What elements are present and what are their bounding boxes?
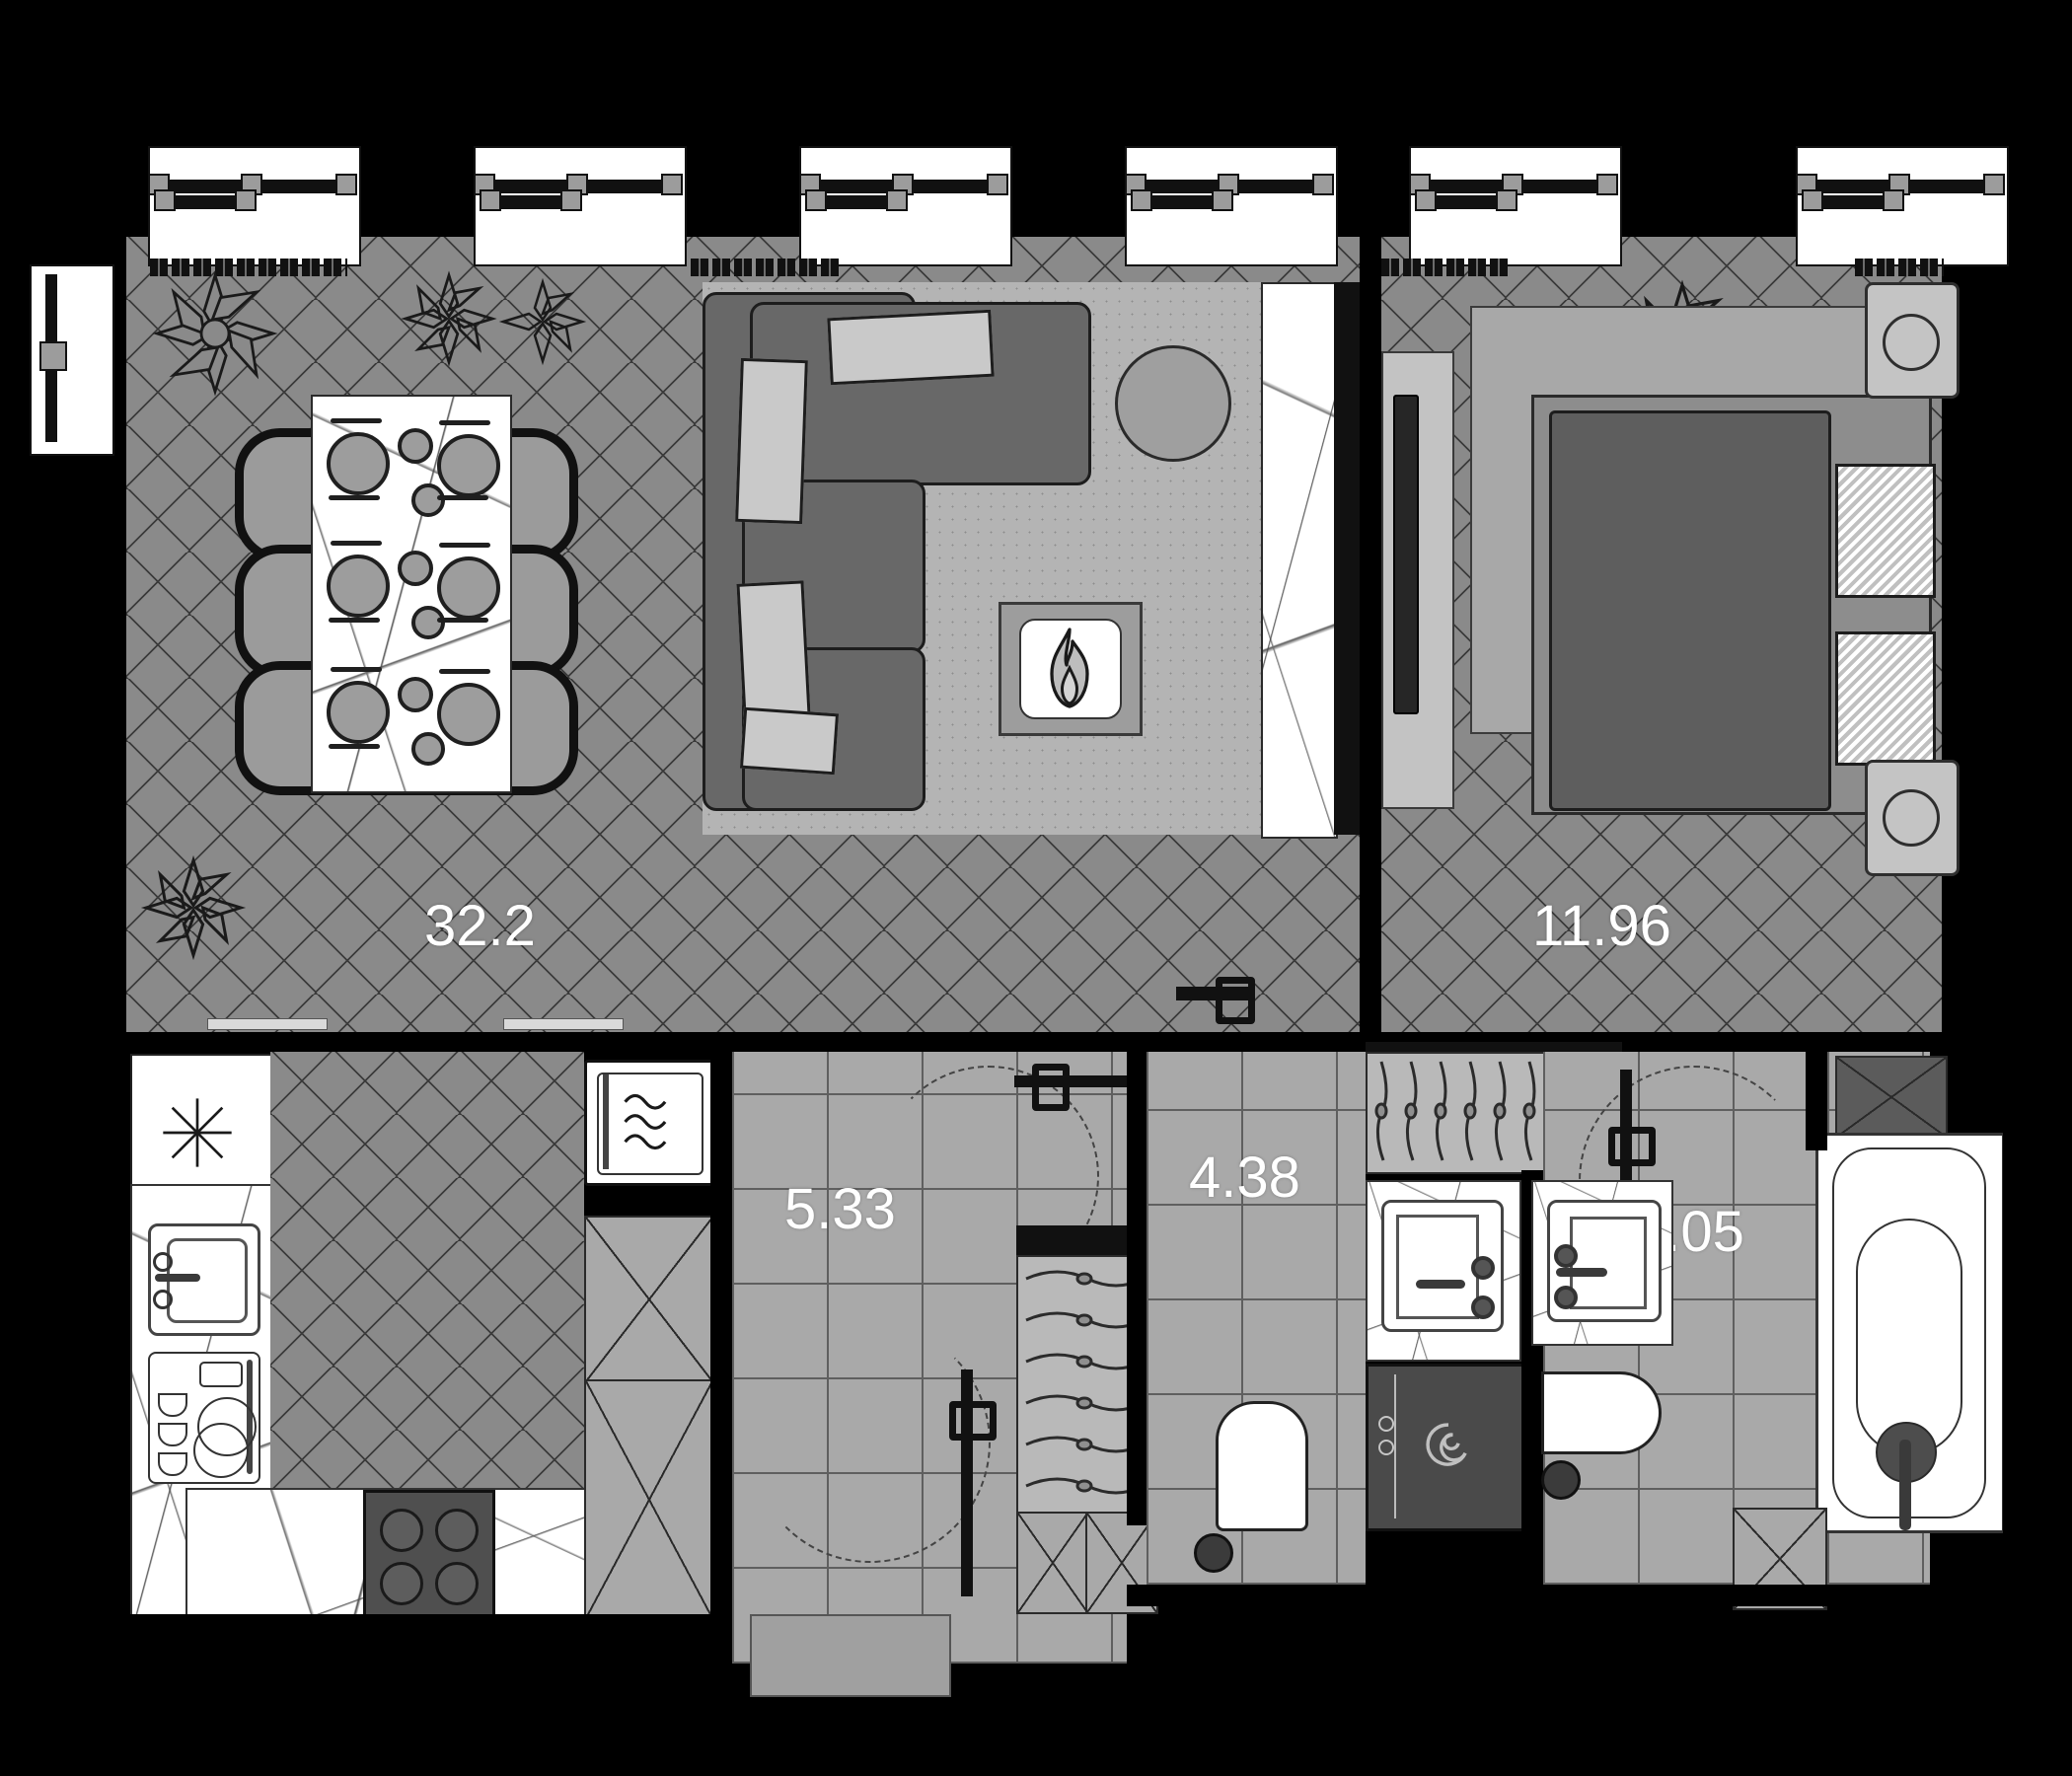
door-panel-hall-bottom	[961, 1369, 973, 1596]
sofa-pillow-4	[739, 706, 840, 776]
sofa-pillow-1	[827, 309, 995, 386]
kitchen-tall-cabinet-2	[584, 1379, 714, 1620]
dining-table	[311, 395, 512, 793]
fireplace-opening	[1019, 619, 1122, 719]
bathtub	[1815, 1133, 2005, 1533]
sofa-pillow-3	[736, 580, 811, 718]
washing-machine	[1366, 1364, 1527, 1531]
fireplace	[999, 602, 1143, 736]
bed-blanket	[1549, 410, 1831, 811]
bathtub-wall-cabinet	[1835, 1056, 1948, 1139]
window-3	[799, 146, 1012, 266]
curtain-3	[1381, 259, 1510, 276]
toilet-flush-bath2	[1541, 1460, 1581, 1500]
door-handle-hall-bottom	[949, 1401, 997, 1441]
vanity-sink-1	[1381, 1200, 1504, 1332]
curtain-2	[691, 259, 839, 276]
area-label-hallway: 5.33	[784, 1177, 896, 1241]
spiral-icon	[1406, 1408, 1491, 1492]
door-swing-hall-bottom	[750, 1322, 991, 1563]
plant-4	[134, 849, 253, 967]
kitchen-floor	[270, 1052, 584, 1498]
door-panel-hall-top	[1014, 1075, 1127, 1087]
curtain-4	[1855, 259, 1944, 276]
flame-icon	[1039, 627, 1100, 714]
wall-bath1-left	[1127, 1052, 1147, 1525]
window-2	[474, 146, 687, 266]
window-4	[1125, 146, 1338, 266]
area-label-living-dining: 32.2	[424, 894, 536, 958]
plant-1	[146, 264, 284, 403]
bed-pillow-1	[1835, 464, 1936, 598]
wall-bath2-right	[2003, 1052, 2025, 1606]
door-handle-hall-top	[1032, 1064, 1070, 1111]
entry-mat	[750, 1614, 951, 1697]
sofa-pillow-2	[735, 357, 808, 525]
lamp-shade-top	[1883, 314, 1940, 371]
star-vent-icon	[158, 1093, 237, 1172]
plant-3	[493, 272, 592, 371]
wall-kitchen-right	[710, 1052, 732, 1644]
door-swing-hall-top	[878, 1066, 1099, 1287]
wall-partition-tv	[1334, 282, 1360, 835]
wall-tv	[1393, 395, 1419, 714]
nightstand-lamp-top	[1865, 282, 1960, 399]
window-1	[148, 146, 361, 266]
door-handle-bath2	[1608, 1127, 1656, 1166]
wall-living-bedroom	[1360, 237, 1381, 1036]
toilet-bath1	[1216, 1401, 1308, 1531]
wall-kitchen-bottom	[130, 1614, 732, 1636]
vanity-sink-2	[1547, 1200, 1662, 1322]
lamp-shade-bottom	[1883, 789, 1940, 847]
baseboard-1	[207, 1018, 328, 1030]
round-coffee-table	[1115, 345, 1231, 462]
toilet-flush-bath1	[1194, 1533, 1233, 1573]
wave-icon	[617, 1084, 694, 1164]
kitchen-tall-cabinet-1	[584, 1216, 714, 1383]
wall-bottom-living	[126, 1032, 1942, 1052]
microwave-oven	[584, 1060, 716, 1186]
wall-bath1-bottom	[1127, 1585, 1373, 1606]
window-5	[1409, 146, 1622, 266]
kitchen-sink	[148, 1223, 260, 1336]
gas-hob	[363, 1490, 495, 1622]
plant-2	[395, 264, 503, 373]
wall-bath2-bottom	[1543, 1585, 2027, 1606]
wall-bath2-top	[1806, 1052, 1827, 1150]
door-handle-living	[1216, 977, 1255, 1024]
window-6	[1796, 146, 2009, 266]
bed-pillow-2	[1835, 631, 1936, 766]
curtain-1	[150, 259, 347, 276]
kitchen-dish-rack	[148, 1352, 260, 1484]
area-label-bedroom: 11.96	[1532, 894, 1671, 958]
baseboard-2	[503, 1018, 624, 1030]
closet-panel-1	[1016, 1512, 1089, 1614]
toilet-bath2	[1541, 1371, 1662, 1454]
marble-accent-panel	[1261, 282, 1338, 839]
balcony-door-left	[30, 264, 114, 456]
area-label-bathroom-1: 4.38	[1189, 1146, 1300, 1210]
